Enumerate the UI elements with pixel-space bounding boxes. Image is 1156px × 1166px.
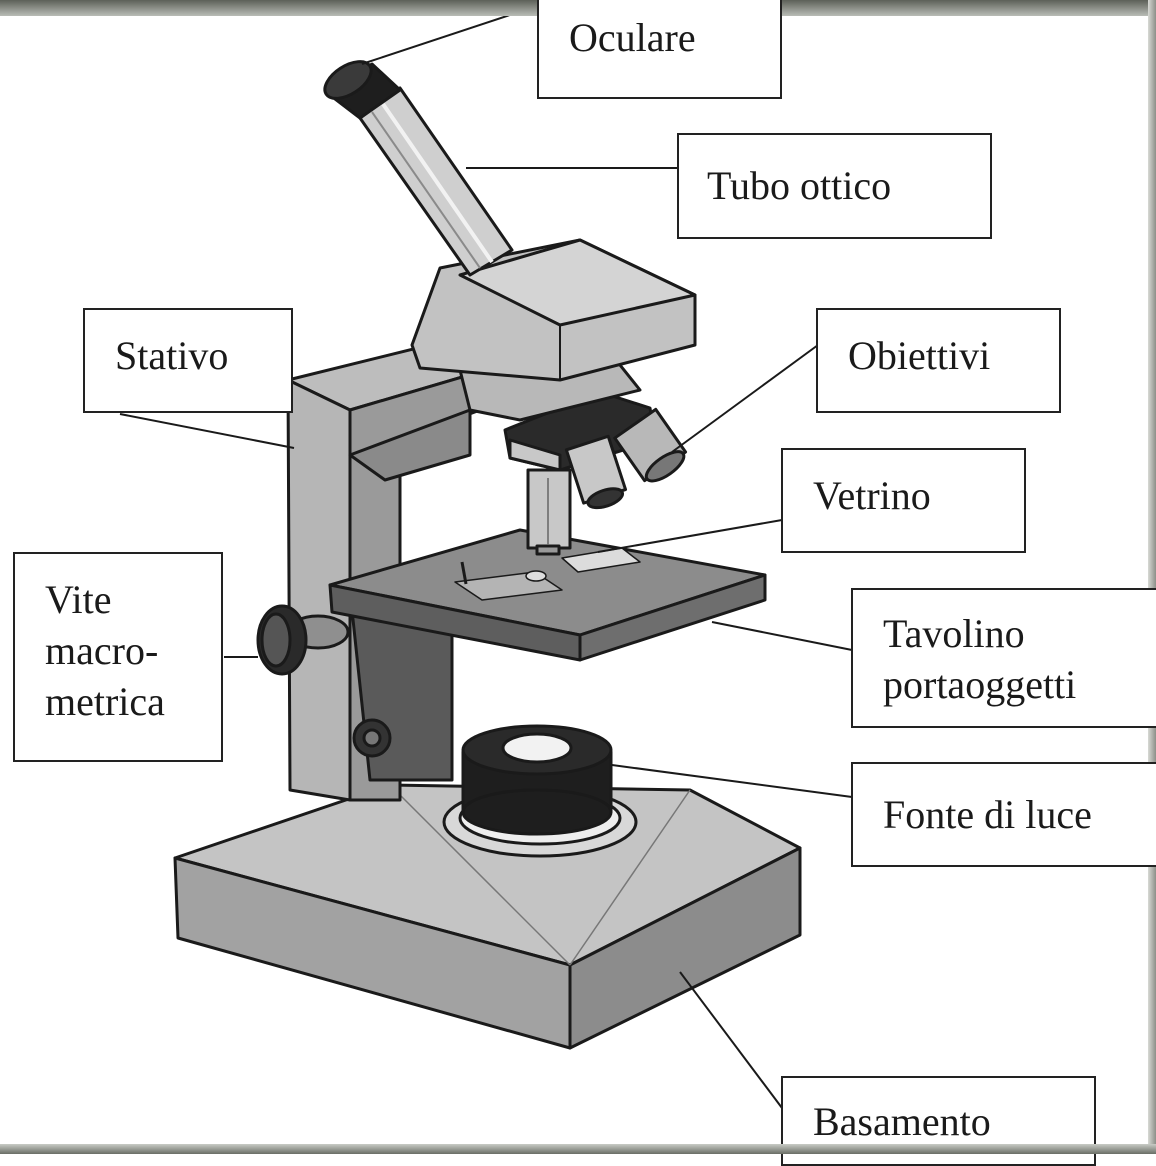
label-vetrino: Vetrino [781, 448, 1026, 553]
leader-vetrino [598, 520, 782, 552]
objective-long [528, 470, 570, 554]
bottom-frame [0, 1144, 1156, 1154]
label-vite-line1: Vite [45, 574, 207, 625]
label-tubo-ottico: Tubo ottico [677, 133, 992, 239]
label-tavolino-line2: portaoggetti [883, 659, 1150, 710]
label-tubo-ottico-text: Tubo ottico [707, 160, 891, 212]
label-obiettivi: Obiettivi [816, 308, 1061, 413]
label-fonte-di-luce: Fonte di luce [851, 762, 1156, 867]
label-oculare-text: Oculare [569, 12, 696, 64]
label-tavolino-portaoggetti: Tavolino portaoggetti [851, 588, 1156, 728]
right-frame [1148, 0, 1156, 1154]
label-oculare: Oculare [537, 0, 782, 99]
label-fonte-di-luce-text: Fonte di luce [883, 789, 1092, 841]
leader-tavolino [712, 622, 852, 650]
tube-shape [360, 88, 512, 275]
label-tavolino-line1: Tavolino [883, 608, 1150, 659]
label-obiettivi-text: Obiettivi [848, 330, 990, 382]
label-stativo: Stativo [83, 308, 293, 413]
label-vetrino-text: Vetrino [813, 470, 931, 522]
leader-basamento [680, 972, 782, 1108]
label-stativo-text: Stativo [115, 330, 228, 382]
leader-obiettivi [672, 345, 818, 452]
label-vite-macrometrica: Vite macro- metrica [13, 552, 223, 762]
light-source-shape [444, 726, 636, 856]
label-vite-line3: metrica [45, 676, 207, 727]
label-basamento-text: Basamento [813, 1096, 991, 1148]
leader-stativo [120, 414, 294, 448]
fine-focus-knob [354, 720, 390, 756]
label-vite-line2: macro- [45, 625, 207, 676]
